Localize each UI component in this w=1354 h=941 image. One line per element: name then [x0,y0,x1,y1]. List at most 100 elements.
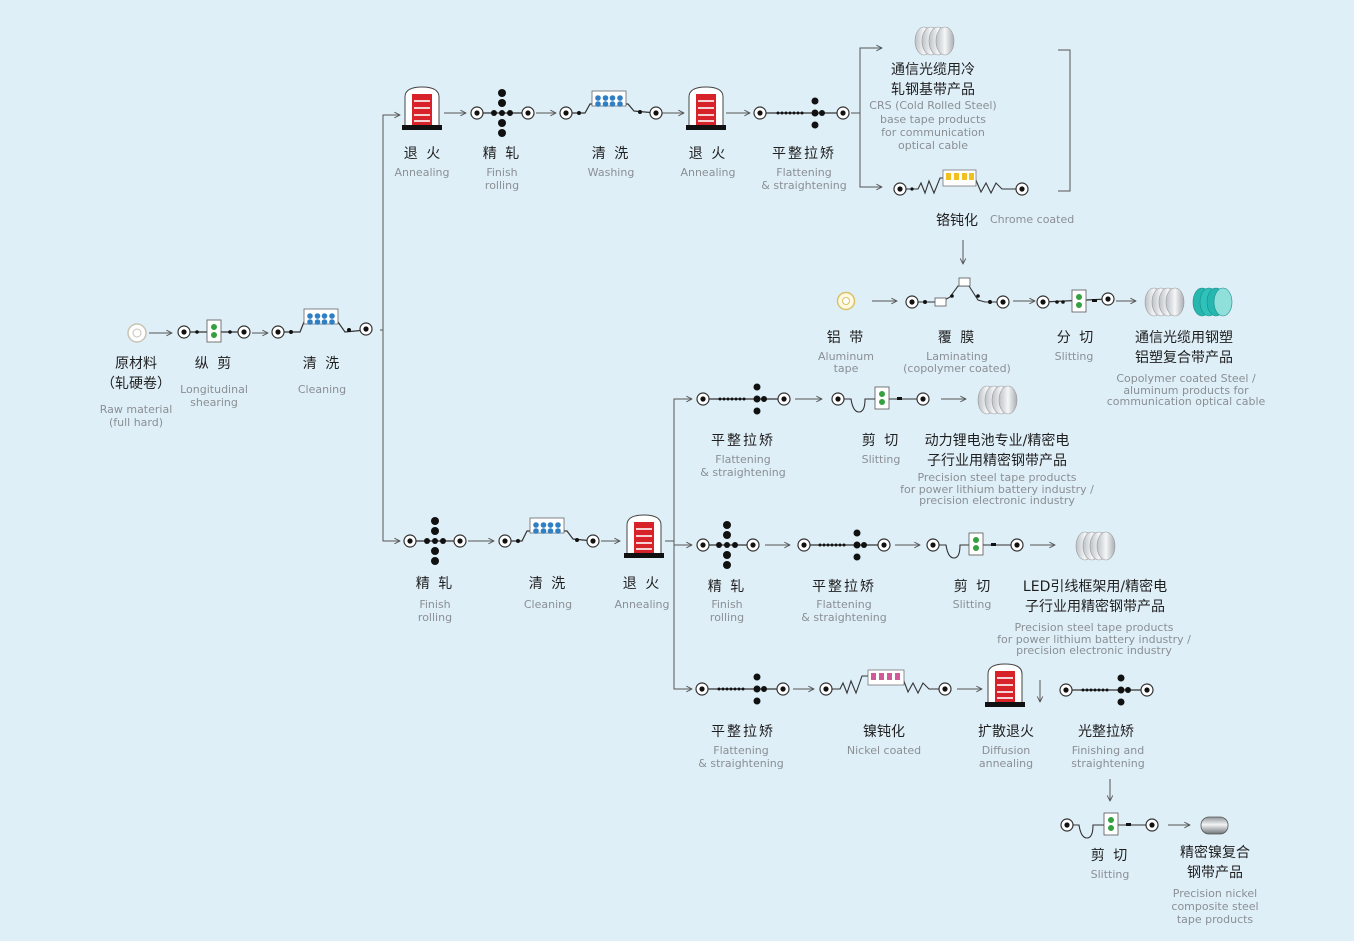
crs-product-coil-icon [914,26,955,56]
label-en: communication optical cable [1106,395,1266,408]
label-zh: 精 轧 [415,576,455,592]
annealing-furnace-icon [685,86,727,131]
cutting-b1-icon [831,386,930,413]
label-en: (copolymer coated) [903,362,1011,375]
label-zh: 剪 切 [953,579,993,595]
laminating-line-icon [905,277,1010,309]
label-zh: 通信光缆用钢塑 [1135,330,1233,346]
label-en: Chrome coated [990,213,1075,226]
copolymer-product-coil-icon [1144,287,1233,317]
label-en: Annealing [614,598,670,611]
label-zh: （轧硬卷） [101,376,171,392]
label-en: Finish [419,598,451,611]
label-zh: 纵 剪 [194,356,234,372]
label-en: Slitting [952,598,992,611]
label-en: Nickel coated [846,744,922,757]
finish-rolling-b2-icon [696,521,760,569]
label-en: aluminum products for [1123,384,1249,397]
label-en: rolling [417,611,453,624]
label-en: Finishing and [1071,744,1145,757]
label-en: & straightening [761,179,847,192]
label-en: base tape products [879,113,987,126]
label-en: CRS (Cold Rolled Steel) [869,99,997,112]
label-zh: 剪 切 [1090,848,1130,864]
chrome-coating-line-icon [893,169,1029,196]
label-en: Slitting [1090,868,1130,881]
label-zh: 精密镍复合 [1180,845,1250,861]
label-zh: 铬钝化 [936,213,978,229]
annealing-furnace-icon [401,86,443,131]
label-en: Laminating [926,350,988,363]
label-zh: 轧钢基带产品 [891,82,975,98]
washing-line-icon [559,90,663,120]
label-zh: 铝塑复合带产品 [1135,350,1233,366]
label-zh: 退 火 [688,146,728,162]
label-en: Annealing [680,166,736,179]
cutting-b3-icon [1060,812,1159,839]
label-zh: 镍钝化 [863,724,905,740]
flattening-b3-icon [695,673,790,705]
label-en: Precision nickel [1172,887,1258,900]
label-en: shearing [190,396,238,409]
label-zh: LED引线框架用/精密电 [1022,579,1168,595]
label-zh: 清 洗 [528,576,568,592]
finish-rolling-mid-icon [403,517,467,565]
label-zh: 清 洗 [591,146,631,162]
cleaning-mid-icon [498,517,600,548]
label-en: Flattening [776,166,832,179]
label-zh: 原材料 [115,356,157,372]
label-en: Raw material [99,403,173,416]
label-en: Annealing [394,166,450,179]
label-zh: 平整拉矫 [812,579,876,595]
label-zh: 清 洗 [302,356,342,372]
label-en: Slitting [1054,350,1094,363]
label-zh: 退 火 [622,576,662,592]
label-en: composite steel [1171,900,1259,913]
label-en: Slitting [861,453,901,466]
label-en: Diffusion [981,744,1031,757]
label-zh: 光整拉矫 [1078,724,1134,740]
label-en: for communication [881,126,985,139]
battery-product-coil-icon [977,385,1018,415]
label-zh: 退 火 [403,146,443,162]
label-zh: 平整拉矫 [772,146,836,162]
label-en: & straightening [700,466,786,479]
label-zh: 精 轧 [707,579,747,595]
label-en: tape [833,362,859,375]
label-zh: 铝 带 [826,330,866,346]
label-en: annealing [978,757,1034,770]
nickel-product-icon [1200,816,1229,835]
slitting-line-icon [1036,289,1115,313]
label-zh: 钢带产品 [1187,865,1243,881]
aluminum-tape-icon [836,291,856,311]
label-en: precision electronic industry [1016,644,1172,657]
finishing-line-icon [1059,674,1154,706]
diffusion-furnace-icon [984,663,1026,708]
label-en: Longitudinal [180,383,248,396]
flattening-b1-icon [696,383,791,415]
label-en: Finish [711,598,743,611]
cleaning-line-icon [271,308,373,339]
label-en: straightening [1071,757,1145,770]
label-zh: 子行业用精密钢带产品 [927,453,1067,469]
cutting-b2-icon [926,532,1024,559]
label-en: precision electronic industry [919,494,1075,507]
label-en: Cleaning [523,598,573,611]
flow-connectors [149,48,1190,825]
label-en: & straightening [698,757,784,770]
label-en: Washing [587,166,635,179]
finish-rolling-top-icon [470,89,535,137]
annealing-furnace-icon [623,514,665,559]
label-zh: 动力锂电池专业/精密电 [924,433,1070,449]
label-en: Flattening [816,598,872,611]
label-en: Aluminum [818,350,874,363]
nickel-coating-line-icon [819,669,952,696]
flattening-b2-icon [797,529,891,561]
label-en: Cleaning [297,383,347,396]
flattening-top-icon [753,97,850,129]
label-en: for power lithium battery industry / [997,633,1191,646]
label-zh: 分 切 [1056,330,1096,346]
label-en: Flattening [715,453,771,466]
label-zh: 剪 切 [861,433,901,449]
